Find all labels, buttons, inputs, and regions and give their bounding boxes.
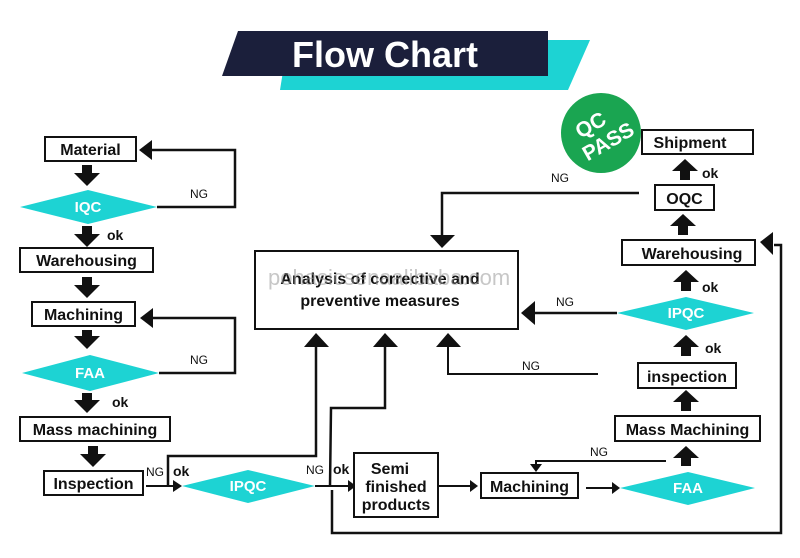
ok-label: ok xyxy=(702,279,719,295)
arrow-up-icon xyxy=(436,333,461,347)
node-warehousing-left-label: Warehousing xyxy=(36,253,137,270)
arrow-right-icon xyxy=(348,480,356,492)
node-material: Material xyxy=(44,136,137,162)
node-semi-label-line3: products xyxy=(362,497,431,514)
node-analysis: Analysis of corrective and preventive me… xyxy=(254,250,519,330)
node-mass-machining-right-label: Mass Machining xyxy=(626,422,750,439)
banner-dark xyxy=(222,31,548,76)
node-warehousing-left: Warehousing xyxy=(19,247,154,273)
ok-label: ok xyxy=(107,227,124,243)
node-analysis-label-line1: Analysis of corrective and xyxy=(280,271,479,288)
ng-label: NG xyxy=(522,359,540,373)
ng-label: NG xyxy=(551,171,569,185)
page-title: Flow Chart xyxy=(292,34,478,75)
node-semi-label-line2: finished xyxy=(365,479,426,496)
node-machining-center-label: Machining xyxy=(490,479,569,496)
arrow-up-icon xyxy=(670,214,696,235)
node-mass-machining-right: Mass Machining xyxy=(614,415,761,442)
node-shipment: Shipment xyxy=(641,129,754,155)
ok-label: ok xyxy=(702,165,719,181)
arrow-down-icon xyxy=(430,235,455,248)
arrow-up-icon xyxy=(373,333,398,347)
node-inspection-right: inspection xyxy=(637,362,737,389)
arrow-right-icon xyxy=(470,480,478,492)
ng-connector-ipqc-to-analysis xyxy=(328,345,387,487)
node-material-label: Material xyxy=(60,142,120,159)
ok-label: ok xyxy=(112,394,129,410)
node-mass-machining-left: Mass machining xyxy=(19,416,171,442)
decision-ipqc-center: IPQC xyxy=(182,470,315,503)
decision-ipqc-right-label: IPQC xyxy=(668,305,705,322)
node-mass-machining-left-label: Mass machining xyxy=(33,422,157,439)
ng-label: NG xyxy=(190,187,208,201)
node-shipment-label: Shipment xyxy=(654,135,728,152)
decision-ipqc-center-label: IPQC xyxy=(230,478,267,495)
ng-connector-inspection-to-analysis xyxy=(166,345,318,486)
ng-connector-iqc xyxy=(150,148,237,209)
arrow-up-icon xyxy=(673,446,699,466)
arrow-right-icon xyxy=(612,482,620,494)
ng-label: NG xyxy=(190,353,208,367)
qc-pass-stamp: QC PASS xyxy=(561,93,641,173)
ok-label: ok xyxy=(173,463,190,479)
arrow-down-icon xyxy=(80,446,106,467)
decision-faa-right-label: FAA xyxy=(673,480,703,497)
decision-iqc-label: IQC xyxy=(75,199,102,216)
node-machining-left-label: Machining xyxy=(44,307,123,324)
arrow-left-icon xyxy=(140,308,153,328)
arrow-up-icon xyxy=(673,270,699,291)
decision-faa-left-label: FAA xyxy=(75,365,105,382)
node-inspection-right-label: inspection xyxy=(647,369,727,386)
ng-label: NG xyxy=(556,295,574,309)
ng-connector-faa xyxy=(150,316,237,375)
watermark: pohasicsenaalibaba.com xyxy=(268,265,510,290)
node-semi-label-line1: Semi xyxy=(371,461,409,478)
arrow-down-icon xyxy=(74,393,100,413)
decision-faa-right: FAA xyxy=(620,472,755,505)
ok-label: ok xyxy=(333,461,350,477)
arrow-left-icon xyxy=(521,301,535,325)
ng-connector-faa-to-machining xyxy=(535,460,666,467)
ng-connector-oqc-to-analysis xyxy=(440,191,639,236)
ok-label: ok xyxy=(705,340,722,356)
node-semi-finished-products: Semi finished products xyxy=(353,452,439,518)
decision-iqc: IQC xyxy=(20,190,157,224)
arrow-down-icon xyxy=(530,464,542,472)
arrow-down-icon xyxy=(74,277,100,298)
ng-label: NG xyxy=(590,445,608,459)
title-banner: Flow Chart xyxy=(222,31,590,90)
arrow-up-icon xyxy=(672,159,698,180)
arrow-up-icon xyxy=(673,335,699,356)
arrow-up-icon xyxy=(304,333,329,347)
arrow-down-icon xyxy=(74,330,100,349)
node-analysis-label-line2: preventive measures xyxy=(300,293,459,310)
arrow-right-icon xyxy=(173,480,182,492)
node-warehousing-right-label: Warehousing xyxy=(642,246,743,263)
ng-label: NG xyxy=(306,463,324,477)
arrow-down-icon xyxy=(74,226,100,247)
ng-connector-inspection-right-to-analysis xyxy=(447,345,598,375)
connector-bottom-loop xyxy=(330,243,783,535)
arrow-left-icon xyxy=(139,140,152,160)
node-machining-left: Machining xyxy=(31,301,136,327)
arrow-down-icon xyxy=(74,165,100,186)
decision-faa-left: FAA xyxy=(22,355,159,391)
node-machining-center: Machining xyxy=(480,472,579,499)
arrow-left-icon xyxy=(760,232,773,255)
node-oqc-label: OQC xyxy=(666,191,703,208)
node-inspection-left-label: Inspection xyxy=(53,476,133,493)
decision-ipqc-right: IPQC xyxy=(617,297,754,330)
node-inspection-left: Inspection xyxy=(43,470,144,496)
node-warehousing-right: Warehousing xyxy=(621,239,756,266)
node-oqc: OQC xyxy=(654,184,715,211)
arrow-up-icon xyxy=(673,390,699,411)
ng-label: NG xyxy=(146,465,164,479)
